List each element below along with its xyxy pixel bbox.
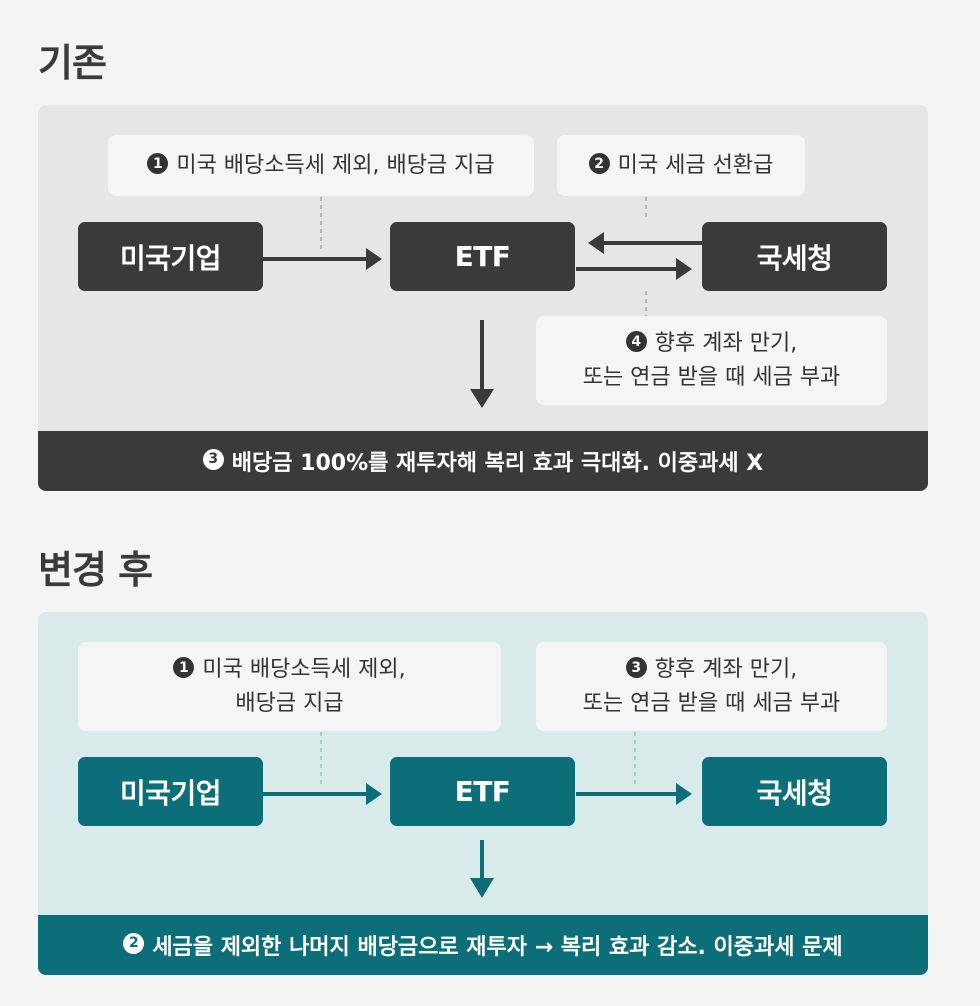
flow-arrows-after [263, 732, 692, 898]
node-tax-office: 국세청 [702, 222, 887, 291]
summary-text: 세금을 제외한 나머지 배당금으로 재투자 → 복리 효과 감소. 이중과세 문… [152, 935, 843, 960]
note-text: 미국 배당소득세 제외, 배당금 지급 [176, 152, 495, 178]
node-tax-office: 국세청 [702, 757, 887, 826]
summary-text: 배당금 100%를 재투자해 복리 효과 극대화. 이중과세 X [231, 451, 764, 476]
node-us-company: 미국기업 [78, 757, 263, 826]
summary-bar-after: 2 세금을 제외한 나머지 배당금으로 재투자 → 복리 효과 감소. 이중과세… [38, 915, 928, 975]
flow-arrows-before [263, 197, 704, 408]
step-number-badge: 2 [588, 153, 610, 174]
step-number-badge: 1 [147, 153, 169, 174]
step-number-badge: 4 [625, 331, 647, 352]
step-number-badge: 3 [202, 448, 224, 470]
node-etf: ETF [390, 757, 575, 826]
step-number-badge: 3 [625, 657, 647, 678]
note-withholding-exemption: 1 미국 배당소득세 제외, 배당금 지급 [78, 642, 501, 731]
node-etf: ETF [390, 222, 575, 291]
note-tax-prepayment: 2 미국 세금 선환급 [557, 135, 805, 196]
node-us-company: 미국기업 [78, 222, 263, 291]
note-withholding-exemption: 1 미국 배당소득세 제외, 배당금 지급 [108, 135, 534, 196]
note-text: 미국 배당소득세 제외, 배당금 지급 [202, 656, 406, 716]
note-text: 미국 세금 선환급 [617, 152, 774, 178]
summary-bar-before: 3 배당금 100%를 재투자해 복리 효과 극대화. 이중과세 X [38, 431, 928, 491]
step-number-badge: 1 [173, 657, 195, 678]
note-text: 향후 계좌 만기, 또는 연금 받을 때 세금 부과 [582, 656, 841, 716]
step-number-badge: 2 [123, 932, 145, 954]
section-title-before: 기존 [38, 41, 107, 85]
section-title-after: 변경 후 [38, 548, 153, 592]
note-text: 향후 계좌 만기, 또는 연금 받을 때 세금 부과 [582, 330, 841, 390]
